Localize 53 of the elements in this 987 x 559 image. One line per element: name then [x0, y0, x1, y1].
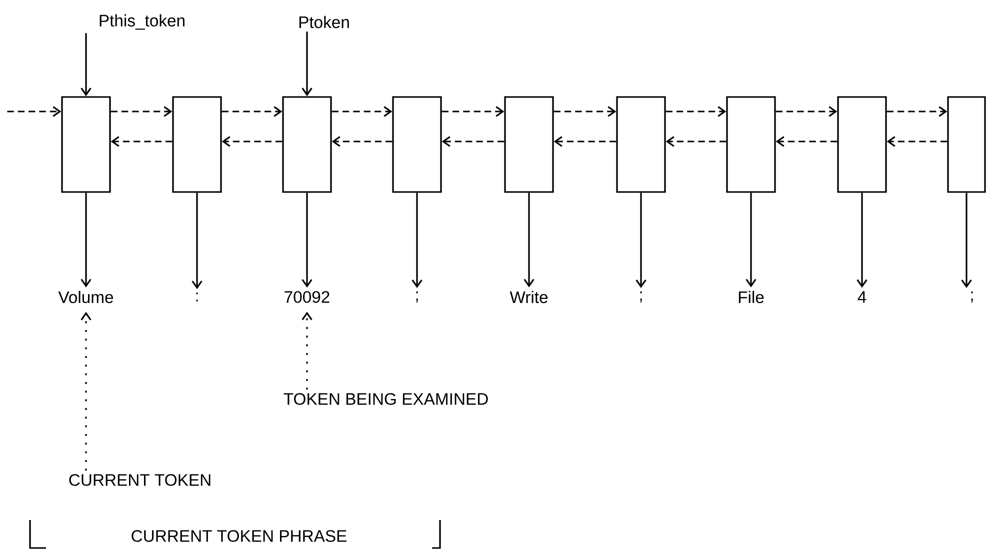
arrow	[192, 192, 202, 290]
token-text: File	[738, 290, 764, 304]
link-arrow	[110, 106, 172, 117]
link-arrow	[886, 136, 948, 147]
list-cell	[61, 96, 111, 193]
arrow	[961, 192, 972, 288]
token-text: ;	[971, 292, 973, 302]
arrow	[412, 192, 422, 288]
token-text: Write	[510, 290, 548, 304]
pointer-label: Ptoken	[299, 16, 349, 28]
link-arrow	[554, 136, 616, 147]
arrow	[524, 192, 534, 288]
pointer-arrow	[302, 32, 312, 96]
link-arrow	[332, 106, 392, 117]
annotation-text: CURRENT TOKEN	[69, 474, 210, 486]
link-arrow	[886, 106, 948, 117]
arrow	[302, 192, 312, 288]
link-arrow	[222, 136, 282, 147]
link-arrow	[666, 106, 726, 117]
list-cell	[282, 96, 332, 193]
pointer-arrow	[80, 33, 92, 96]
link-arrow	[332, 136, 392, 147]
pointer-label: Pthis_token	[100, 14, 184, 30]
list-cell	[947, 96, 986, 193]
list-cell	[837, 96, 887, 193]
link-arrow	[554, 106, 616, 117]
arrow	[7, 106, 62, 117]
phrase-label: CURRENT TOKEN PHRASE	[132, 530, 346, 542]
token-text: :	[196, 292, 198, 302]
link-arrow	[776, 106, 838, 117]
token-text: ;	[640, 292, 642, 302]
arrow	[746, 192, 756, 288]
link-arrow	[110, 136, 172, 147]
annotation-text: TOKEN BEING EXAMINED	[284, 393, 488, 405]
list-cell	[726, 96, 776, 193]
token-text: 4	[858, 291, 866, 303]
token-text: ;	[416, 292, 418, 302]
list-cell	[392, 96, 442, 193]
link-arrow	[666, 136, 726, 147]
token-text: 70092	[284, 291, 330, 303]
link-arrow	[776, 136, 838, 147]
token-text: Volume	[58, 290, 114, 304]
list-cell	[172, 96, 222, 193]
list-cell	[616, 96, 666, 193]
link-arrow	[442, 106, 504, 117]
link-arrow	[222, 106, 282, 117]
arrow	[80, 192, 92, 288]
leader-line	[80, 312, 92, 471]
arrow	[636, 192, 646, 288]
link-arrow	[442, 136, 504, 147]
arrow	[856, 192, 868, 288]
list-cell	[504, 96, 554, 193]
leader-line	[302, 312, 312, 390]
